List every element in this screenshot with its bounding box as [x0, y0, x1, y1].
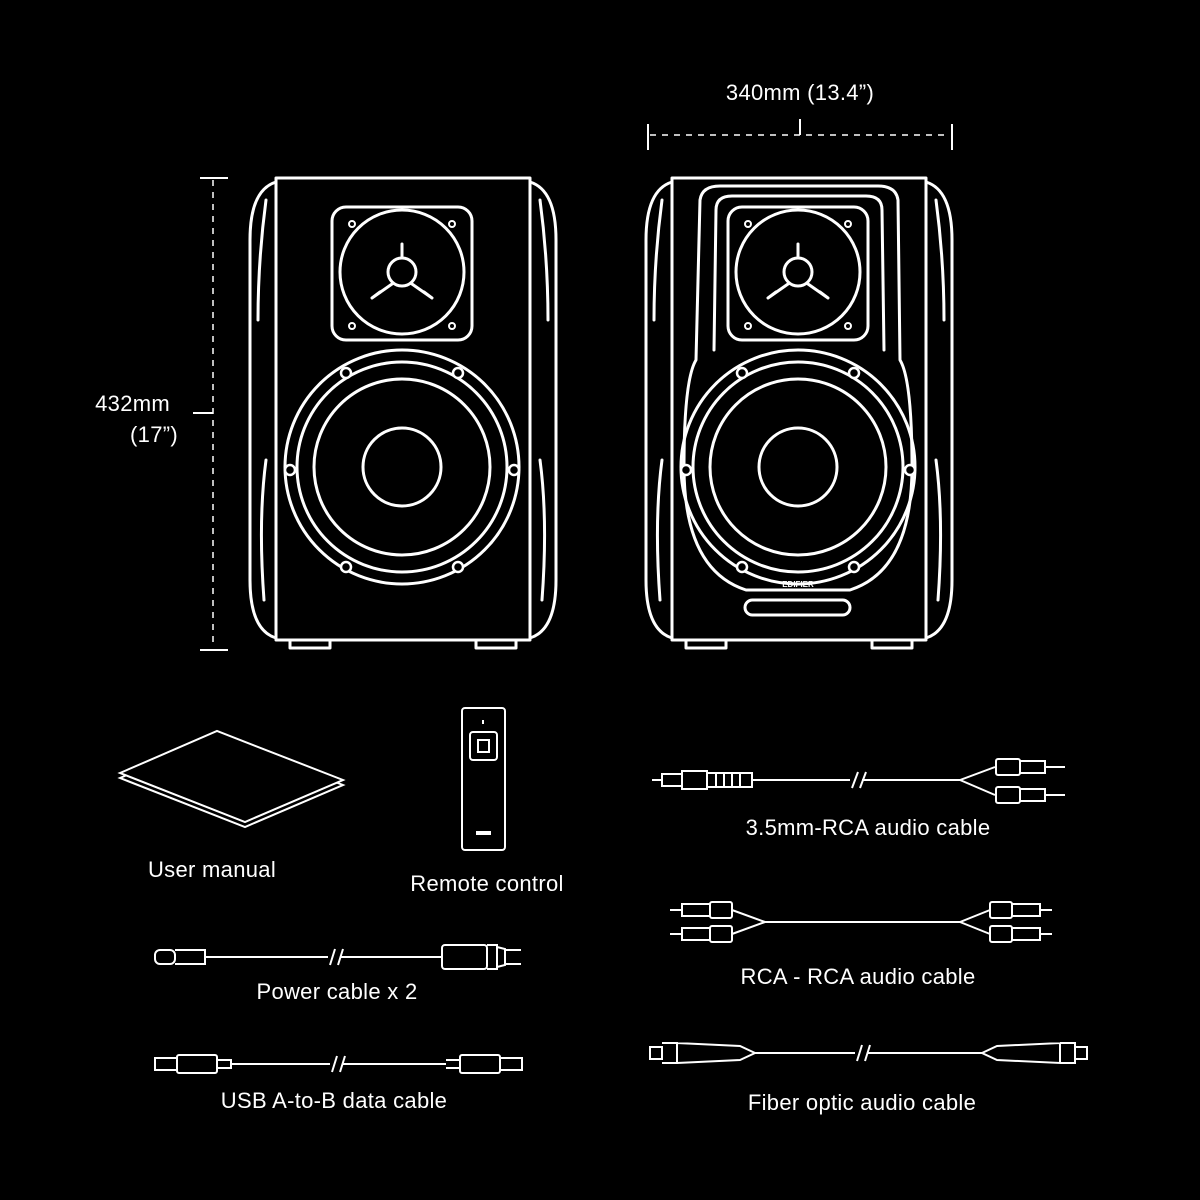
remote-control-label: Remote control [410, 871, 564, 896]
aux-to-rca-cable-drawing [652, 758, 1065, 804]
remote-control-drawing [461, 707, 506, 851]
optical-cable-drawing [649, 1041, 1088, 1065]
speaker-front-grille-off [248, 176, 558, 650]
height-dimension-label: 432mm [95, 391, 170, 416]
usb-cable-drawing [154, 1054, 523, 1074]
power-cable-drawing [154, 944, 521, 970]
speaker-front-with-frame [644, 176, 954, 650]
rca-rca-cable-label: RCA - RCA audio cable [740, 964, 976, 989]
width-dimension-label: 340mm (13.4”) [725, 80, 875, 105]
usb-cable-label: USB A-to-B data cable [220, 1088, 448, 1113]
brand-logo: EDIFIER [782, 580, 814, 589]
user-manual-label: User manual [147, 857, 277, 882]
rca-to-rca-cable-drawing [670, 901, 1052, 943]
power-cable-label: Power cable x 2 [256, 979, 418, 1004]
user-manual-drawing [117, 729, 346, 829]
aux-rca-cable-label: 3.5mm-RCA audio cable [745, 815, 991, 840]
height-dimension-line [193, 177, 228, 651]
height-inches-label: (17”) [130, 422, 178, 447]
width-dimension-line [647, 119, 953, 150]
optical-cable-label: Fiber optic audio cable [747, 1090, 977, 1115]
